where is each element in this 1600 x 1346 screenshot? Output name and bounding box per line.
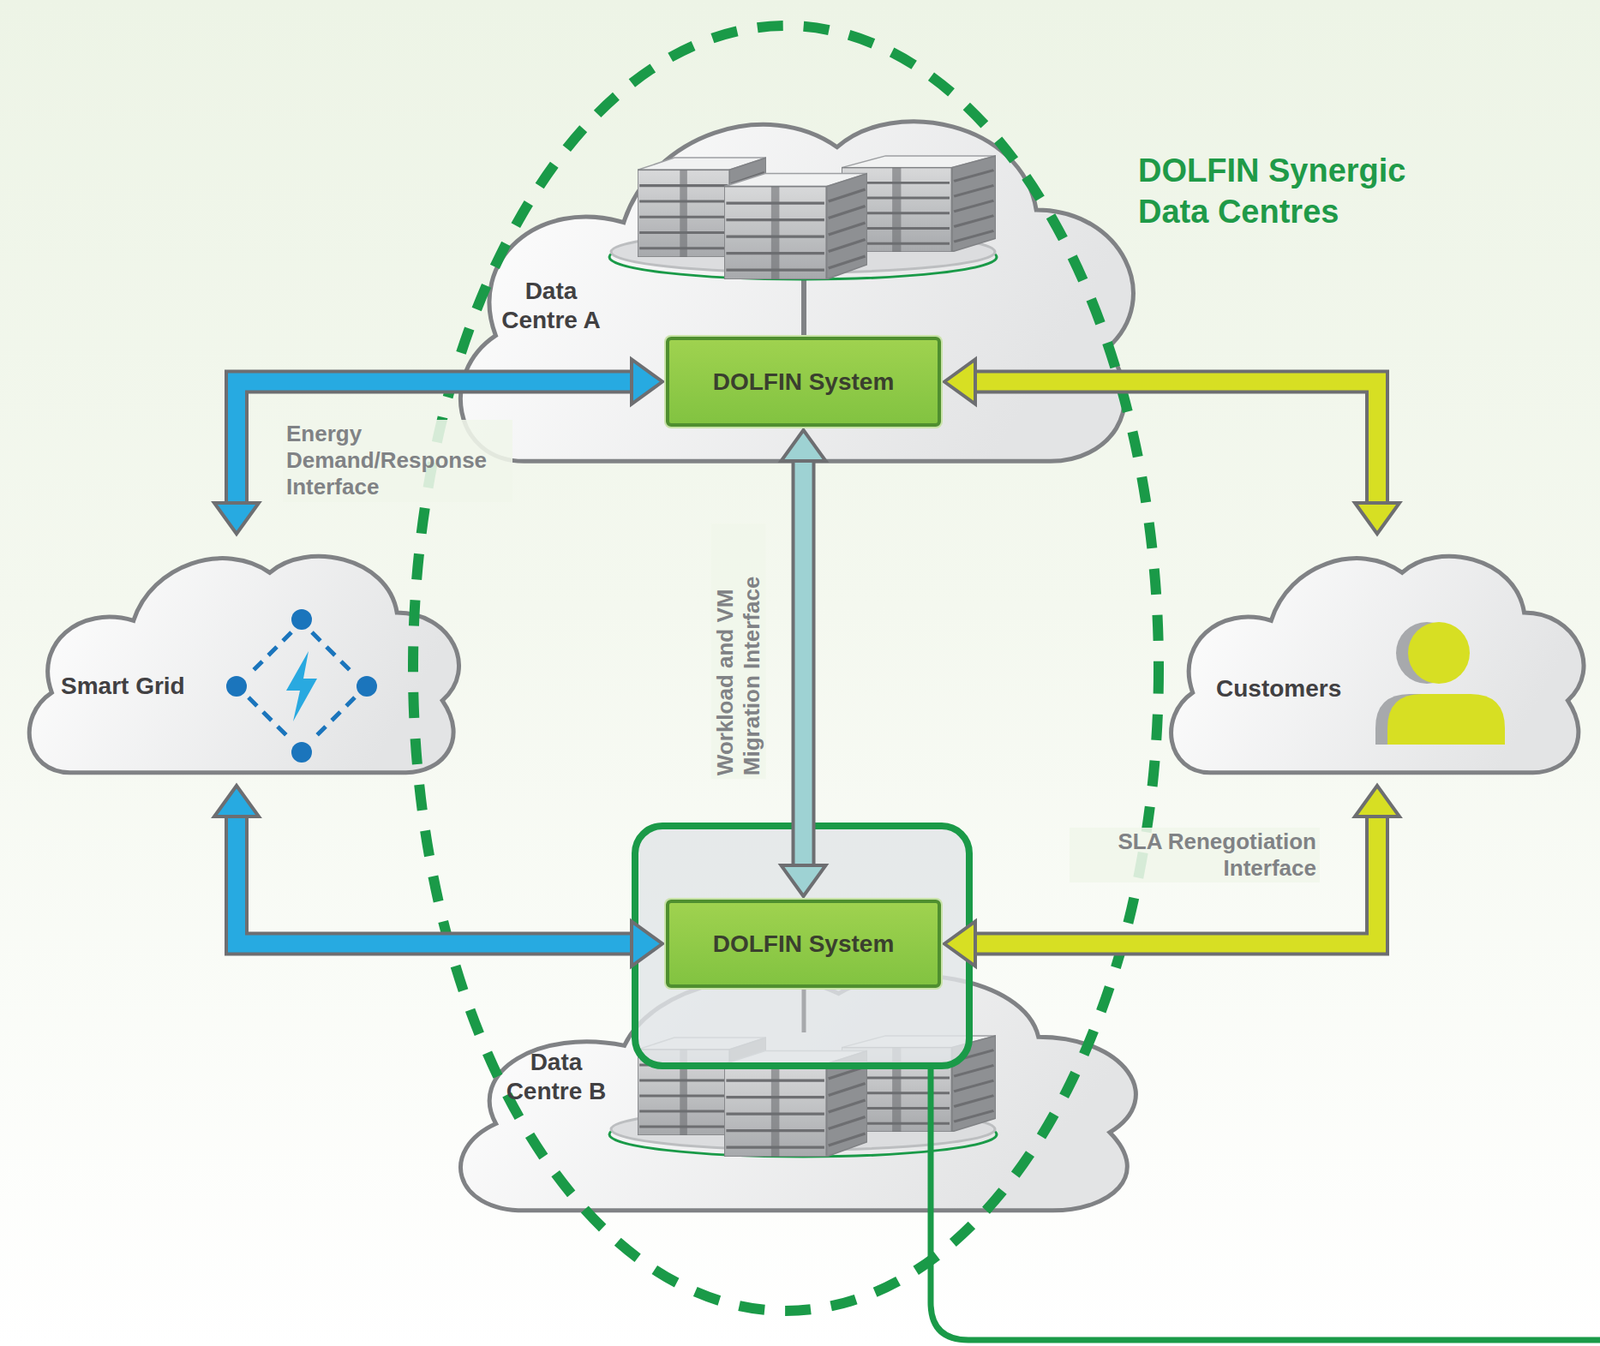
cloud-label: Data Centre A [491,276,612,335]
arrow-head [1354,503,1400,534]
interface-arrow [944,785,1400,967]
arrow-shaft [795,457,813,869]
arrow-head [944,359,976,405]
cloud-label: Data Centre B [496,1048,617,1106]
interface-label: Energy Demand/Response Interface [282,419,513,503]
system-box: DOLFIN System [665,899,941,989]
arrow-shaft-outline [971,382,1378,508]
cloud-node: Data Centre A DOLFIN System [438,96,1151,474]
interface-arrow [214,785,663,967]
interface-arrow [944,359,1400,535]
rack-link [802,988,807,1033]
arrow-shaft [236,382,636,508]
system-box: DOLFIN System [665,336,941,427]
system-label: DOLFIN System [713,368,895,396]
arrow-head [214,503,259,534]
diagram-title: DOLFIN Synergic Data Centres [1138,150,1421,233]
cloud-node: Customers [1157,540,1595,781]
cloud-outline [15,540,470,781]
cloud-node: Data Centre BDOLFIN System [438,958,1153,1220]
interface-label: SLA Renegotiation Interface [1069,827,1320,883]
arrow-head [944,922,976,967]
arrow-shaft-outline [236,382,636,508]
grid-icon [226,609,378,763]
arrow-head [631,359,663,405]
server-rack-a [609,155,997,337]
arrow-shaft-outline [791,457,816,869]
group-ellipse [413,25,1159,1312]
arrow-head [781,430,827,462]
cloud-node: Smart Grid [15,540,470,781]
arrow-head [1354,785,1400,817]
green-lead-line [930,1066,1600,1341]
arrow-head [214,785,259,817]
arrow-head [631,922,663,967]
arrow-shaft [971,813,1378,945]
arrow-head [781,865,827,897]
cloud-outline [1157,540,1595,781]
system-label: DOLFIN System [713,930,895,959]
person-icon [1375,622,1505,745]
arrow-shaft [236,813,636,945]
interface-arrow [214,359,663,535]
arrow-shaft-outline [971,813,1378,945]
interface-arrow [781,430,827,897]
cloud-label: Smart Grid [60,671,186,702]
cloud-label: Customers [1216,674,1342,704]
interface-label: Workload and VM Migration Interface [711,523,767,780]
arrow-shaft-outline [236,813,636,945]
arrow-shaft [971,382,1378,508]
